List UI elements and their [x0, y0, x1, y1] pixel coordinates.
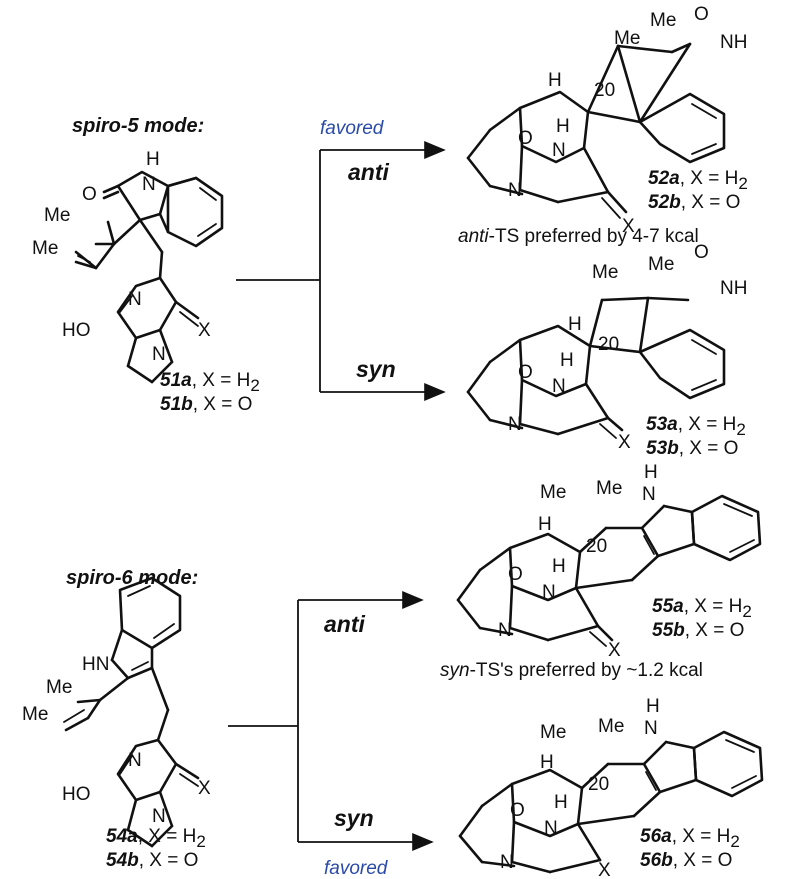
- atom-nh-53: NH: [720, 278, 747, 299]
- label-53b: 53b, X = O: [646, 438, 738, 459]
- atom-me-53: Me: [592, 262, 618, 283]
- atom-n2-53: N: [508, 414, 522, 435]
- atom-ho-51: HO: [62, 320, 91, 341]
- atom-n-53: N: [552, 376, 566, 397]
- compound-54-structure: [63, 576, 200, 848]
- syn-label-bottom: syn: [334, 805, 374, 831]
- label-55a: 55a, X = H2: [652, 596, 752, 621]
- label-51b: 51b, X = O: [160, 394, 252, 415]
- atom-o-amide-52: O: [518, 128, 533, 149]
- atom-o-51: O: [82, 184, 97, 205]
- compound-56-structure: [458, 730, 764, 874]
- atom-n-pyrazine-51: N: [128, 289, 142, 310]
- atom-n2-52: N: [508, 180, 522, 201]
- note-anti-preferred: anti-TS preferred by 4-7 kcal: [458, 226, 699, 247]
- label-53a: 53a, X = H2: [646, 414, 746, 439]
- label-51a: 51a, X = H2: [160, 370, 260, 395]
- atom-nh-52: NH: [720, 32, 747, 53]
- atom-x-54: X: [198, 778, 211, 799]
- atom-nh-56: N: [544, 818, 558, 839]
- atom-nh-55: N: [542, 582, 556, 603]
- atom-me1-51: Me: [44, 205, 70, 226]
- atom-x-56: X: [598, 860, 611, 879]
- atom-o-52: O: [694, 4, 709, 25]
- atom-h-56: H: [540, 752, 554, 773]
- atom-n-52: N: [552, 140, 566, 161]
- atom-o-53: O: [694, 242, 709, 263]
- atom-x-52: X: [622, 216, 635, 237]
- label-54a: 54a, X = H2: [106, 826, 206, 851]
- atom-h-indole-55: H: [644, 462, 658, 483]
- atom-h-55: H: [538, 514, 552, 535]
- anti-label-top: anti: [348, 159, 390, 185]
- atom-h-53: H: [568, 314, 582, 335]
- atom-me2-51: Me: [32, 238, 58, 259]
- atom-20-53: 20: [598, 334, 619, 355]
- atom-n-51: N: [142, 174, 156, 195]
- atom-me2-52: Me: [650, 10, 676, 31]
- label-55b: 55b, X = O: [652, 620, 744, 641]
- atom-hn-54: HN: [82, 654, 109, 675]
- atom-h2-56: H: [554, 792, 568, 813]
- atom-n-55: N: [642, 484, 656, 505]
- atom-h2-53: H: [560, 350, 574, 371]
- atom-20-52: 20: [594, 80, 615, 101]
- atom-h-52: H: [548, 70, 562, 91]
- compound-55-structure: [456, 494, 762, 647]
- atom-n2-56: N: [500, 852, 514, 873]
- atom-n2-55: N: [498, 620, 512, 641]
- label-54b: 54b, X = O: [106, 850, 198, 871]
- atom-h2-55: H: [552, 556, 566, 577]
- note-syn-preferred: syn-TS's preferred by ~1.2 kcal: [440, 660, 703, 681]
- atom-n-56: N: [644, 718, 658, 739]
- favored-label-bottom: favored: [324, 858, 389, 879]
- atom-o-amide-55: O: [508, 564, 523, 585]
- atom-me1-54: Me: [46, 677, 72, 698]
- atom-x-51: X: [198, 320, 211, 341]
- atom-20-55: 20: [586, 536, 607, 557]
- atom-n-pyrazine-54: N: [128, 750, 142, 771]
- atom-me2-53: Me: [648, 254, 674, 275]
- label-52a: 52a, X = H2: [648, 168, 748, 193]
- atom-n2-51: N: [152, 344, 166, 365]
- atom-n2-54: N: [152, 806, 166, 827]
- atom-h2-52: H: [556, 116, 570, 137]
- label-56b: 56b, X = O: [640, 850, 732, 871]
- atom-me2-55: Me: [596, 478, 622, 499]
- syn-label-top: syn: [356, 356, 396, 382]
- favored-label-top: favored: [320, 118, 385, 139]
- atom-ho-54: HO: [62, 784, 91, 805]
- atom-me2-56: Me: [598, 716, 624, 737]
- atom-me-56: Me: [540, 722, 566, 743]
- compound-52-structure: [466, 42, 726, 219]
- anti-label-bottom: anti: [324, 611, 366, 637]
- atom-x-53: X: [618, 432, 631, 453]
- atom-me2-54: Me: [22, 704, 48, 725]
- compound-51-structure: [74, 170, 224, 384]
- atom-o-amide-56: O: [510, 800, 525, 821]
- label-56a: 56a, X = H2: [640, 826, 740, 851]
- atom-nh-51: H: [146, 149, 160, 170]
- atom-20-56: 20: [588, 774, 609, 795]
- atom-me-55: Me: [540, 482, 566, 503]
- spiro5-mode-label: spiro-5 mode:: [72, 115, 204, 137]
- atom-o-amide-53: O: [518, 362, 533, 383]
- spiro6-mode-label: spiro-6 mode:: [66, 567, 198, 589]
- label-52b: 52b, X = O: [648, 192, 740, 213]
- compound-53-structure: [466, 296, 726, 439]
- atom-x-55: X: [608, 640, 621, 661]
- atom-me-52: Me: [614, 28, 640, 49]
- atom-h-indole-56: H: [646, 696, 660, 717]
